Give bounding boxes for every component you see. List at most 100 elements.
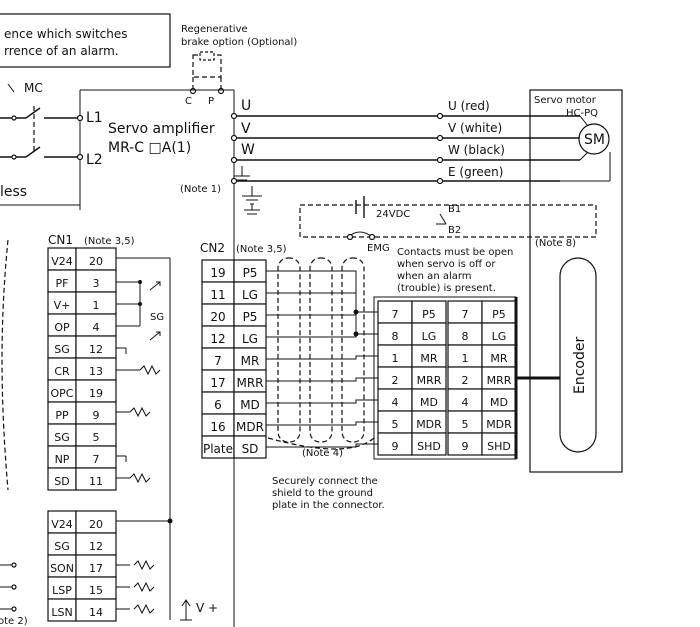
cn1-row-sig: PF [56,277,69,290]
cn2-row-sig: P5 [243,266,258,280]
cn1-row-lower-pin: 20 [89,518,103,531]
terminal-c: C [185,96,192,107]
enc-left-row-sig: P5 [422,308,436,321]
alarm-note-line1: ence which switches [4,27,128,41]
cn1-row-sig: SD [54,475,69,488]
terminal-w: W [241,142,255,158]
cn1-row-lower-pin: 14 [89,606,103,619]
cn1-row-lower-sig: V24 [51,518,73,531]
left-fragment-text: less [0,184,27,200]
enc-right-row-pin: 5 [462,418,469,431]
motor-power-wiring: U V W U (red) V (white) W (black) E (gre… [180,98,580,215]
cn1-io-circuitry [0,239,192,621]
cn1-row-lower-sig: SG [54,540,70,553]
cn2-note-4: (Note 4) [302,448,343,459]
cn1-title: CN1 [48,233,73,247]
enc-left-row-pin: 1 [392,352,399,365]
note-1: (Note 1) [180,184,221,195]
cn1-row-sig: OPC [51,387,74,400]
amplifier-title: Servo amplifier [108,121,215,137]
mc-contactor: MC L1 L2 less [0,81,103,206]
contacts-note-1: Contacts must be open [397,247,513,258]
cn1-row-sig: CR [54,365,70,378]
wire-w-black: W (black) [448,143,505,157]
regen-resistor [192,54,222,78]
enc-right-row-sig: P5 [492,308,506,321]
cn1-row-lower-cell-b [75,598,117,622]
cn2-row-pin: 6 [214,398,222,412]
enc-left-row-sig: MD [420,396,438,409]
enc-left-row-sig: LG [422,330,437,343]
signal-wire [266,292,378,335]
signal-wire [266,443,378,448]
enc-left-row-pin: 4 [392,396,399,409]
shield-note-3: plate in the connector. [272,500,385,511]
cn1-row-pin: 4 [93,321,100,334]
signal-wire [266,421,378,426]
cn2-row-pin: 17 [210,376,225,390]
cn1-row-lower-pin: 12 [89,540,103,553]
signal-wire [266,333,378,338]
cn1-row-lower-sig: SON [50,562,74,575]
cn2-row-sig: MDR [236,420,264,434]
motor-symbol [578,123,610,155]
encoder: Encoder [516,257,597,453]
cn1-row-pin: 12 [89,343,103,356]
cn1-row-cell-b [75,467,117,491]
encoder-signal-wires [266,270,378,448]
cn1-note: (Note 3,5) [84,236,135,247]
cn1-vplus: V + [196,601,218,615]
cn1-row-lower-pin: 17 [89,562,103,575]
cn1-row-lower-sig: LSP [52,584,72,597]
signal-wire [266,399,378,404]
enc-right-row-sig: MRR [487,374,512,387]
wire-u-red: U (red) [448,99,490,113]
contacts-note-2: when servo is off or [397,259,496,270]
alarm-note-line2: rrence of an alarm. [4,44,119,58]
enc-left-row-pin: 9 [392,440,399,453]
cn1-row-pin: 11 [89,475,103,488]
brake-loop [299,204,597,238]
note-8: (Note 8) [535,238,576,249]
enc-right-row-pin: 2 [462,374,469,387]
enc-left-row-sig: MR [420,352,437,365]
regen-label-line1: Regenerative [181,24,248,35]
cn2-row-sig: MD [240,398,260,412]
enc-right-row-sig: LG [492,330,507,343]
enc-right-row-pin: 1 [462,352,469,365]
shield-note-1: Securely connect the [272,476,378,487]
signal-wire [266,270,378,313]
cn2-row-sig: LG [242,288,258,302]
cn1-row-sig: NP [55,453,70,466]
terminal-l1: L1 [86,110,103,126]
cn1-sg-label: SG [150,312,164,323]
cn1-row-pin: 5 [93,431,100,444]
emg-label: EMG [367,243,390,254]
wire-v-white: V (white) [448,121,502,135]
cn1-row-sig: V24 [51,255,73,268]
enc-left-row-cell-b [411,432,447,456]
enc-left-row-pin: 8 [392,330,399,343]
cn2-row-pin: 12 [210,332,225,346]
enc-right-row-pin: 7 [462,308,469,321]
cn1-row-pin: 19 [89,387,103,400]
cn1-row-pin: 9 [93,409,100,422]
terminal-p: P [208,96,214,107]
shielded-cable: Securely connect the shield to the groun… [267,257,385,511]
cn2-row-sig: P5 [243,310,258,324]
enc-right-row-sig: MDR [486,418,512,431]
cn1-row-pin: 20 [89,255,103,268]
enc-right-row-sig: SHD [487,440,511,453]
cn1-row-pin: 1 [93,299,100,312]
regen-label-line2: brake option (Optional) [181,37,297,48]
cn2-row-sig: LG [242,332,258,346]
cn2-row-pin: 19 [210,266,225,280]
cn1-row-lower-sig: LSN [51,606,72,619]
enc-left-row-sig: SHD [417,440,441,453]
